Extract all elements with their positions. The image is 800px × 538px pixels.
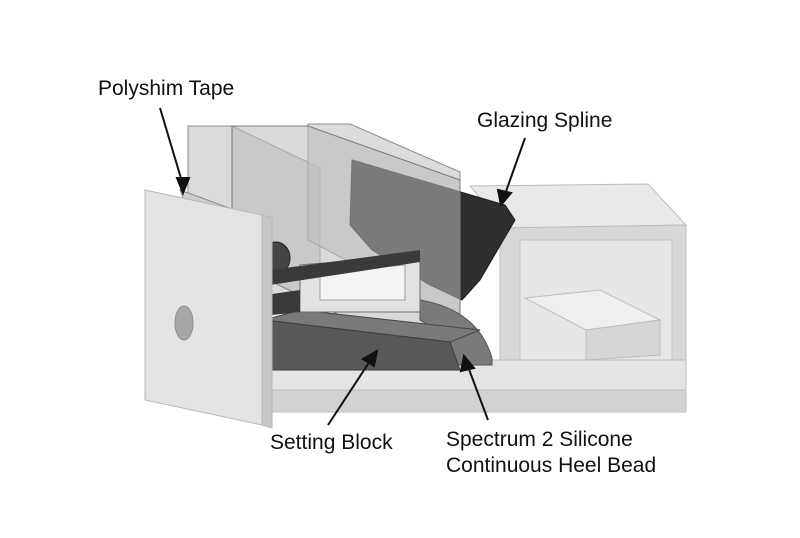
frame-bottom-sill-front [257, 389, 687, 413]
heel-bead-label: Spectrum 2 Silicone Continuous Heel Bead [446, 427, 656, 479]
glazing-spline-arrowhead [496, 188, 513, 208]
glazing-spline-label: Glazing Spline [477, 109, 613, 132]
frame-left-end-plate [144, 189, 263, 426]
setting-block-arrowhead [361, 349, 379, 368]
heel-bead-leader [466, 363, 489, 421]
heel-bead-arrowhead [459, 353, 476, 373]
glazing-spline-leader [503, 137, 526, 198]
heel-bead-label-line2: Continuous Heel Bead [446, 454, 657, 477]
polyshim-tape-arrowhead [175, 177, 191, 196]
frame-left-end-plate-edge [261, 214, 273, 429]
heel-bead-label-line1: Spectrum 2 Silicone [446, 428, 633, 451]
setting-block-label: Setting Block [270, 431, 393, 454]
secondary-seal-lower [272, 290, 300, 315]
frame-mounting-hole [174, 305, 194, 341]
secondary-seal [270, 250, 420, 285]
setting-block-leader [327, 357, 373, 426]
frame-inner-rib-front [585, 319, 661, 361]
polyshim-tape-label: Polyshim Tape [98, 77, 235, 100]
polyshim-tape-leader [159, 107, 184, 186]
